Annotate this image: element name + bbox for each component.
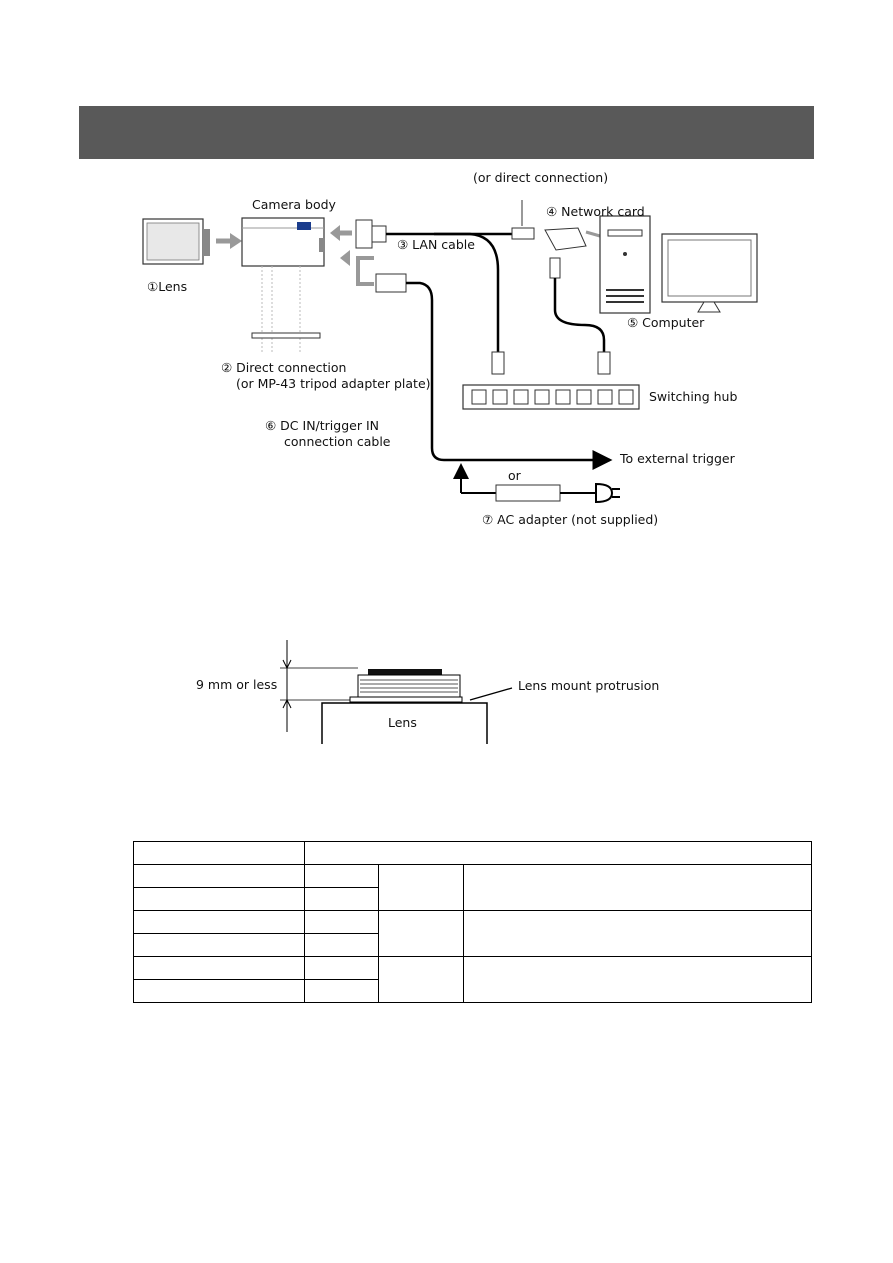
lan-cable-label: ③ LAN cable bbox=[397, 237, 475, 252]
lens-illustration bbox=[142, 218, 210, 265]
ac-adapter-label: ⑦ AC adapter (not supplied) bbox=[482, 512, 658, 527]
network-card-label: ④ Network card bbox=[546, 204, 645, 219]
switching-hub-label: Switching hub bbox=[649, 389, 737, 404]
dc-cable-label: ⑥ DC IN/trigger IN bbox=[265, 418, 379, 433]
or-label: or bbox=[508, 468, 522, 483]
table-cell bbox=[463, 864, 812, 911]
direct-connection-label: ② Direct connection bbox=[221, 360, 346, 375]
camera-body-label: Camera body bbox=[252, 197, 337, 212]
camera-body-illustration bbox=[241, 217, 325, 352]
external-trigger-label: To external trigger bbox=[619, 451, 736, 466]
table-row bbox=[133, 864, 812, 911]
table-cell bbox=[463, 956, 812, 1003]
table-row bbox=[133, 933, 812, 957]
table-cell bbox=[133, 956, 305, 980]
table-row bbox=[133, 979, 812, 1003]
table-cell bbox=[463, 910, 812, 957]
ac-adapter-illustration bbox=[495, 484, 561, 502]
dimension-label: 9 mm or less bbox=[196, 677, 277, 692]
computer-illustration bbox=[599, 215, 758, 314]
table-cell bbox=[304, 933, 379, 957]
spec-table bbox=[133, 841, 812, 1003]
table-cell bbox=[378, 864, 464, 911]
lens-body-label: Lens bbox=[388, 715, 417, 730]
table-cell bbox=[133, 887, 305, 911]
lens-label: ①Lens bbox=[147, 279, 187, 294]
section-header-band bbox=[79, 106, 814, 159]
connection-diagram: (or direct connection) Camera body ④ Net… bbox=[142, 170, 758, 527]
table-cell bbox=[304, 910, 379, 934]
table-cell bbox=[378, 956, 464, 1003]
direct-connection-note: (or direct connection) bbox=[473, 170, 608, 185]
switching-hub-illustration bbox=[462, 384, 640, 410]
tripod-plate-label: (or MP-43 tripod adapter plate) bbox=[236, 376, 431, 391]
protrusion-label: Lens mount protrusion bbox=[518, 678, 659, 693]
table-cell bbox=[133, 979, 305, 1003]
table-row bbox=[133, 910, 812, 957]
dc-cable-label-2: connection cable bbox=[284, 434, 391, 449]
tripod-adapter-plate bbox=[251, 332, 321, 339]
table-row bbox=[133, 956, 812, 1003]
table-cell bbox=[133, 841, 305, 865]
table-cell bbox=[304, 887, 379, 911]
table-cell bbox=[133, 864, 305, 888]
computer-label: ⑤ Computer bbox=[627, 315, 705, 330]
table-cell bbox=[133, 933, 305, 957]
table-cell bbox=[304, 956, 379, 980]
table-cell bbox=[304, 979, 379, 1003]
table-cell bbox=[304, 841, 812, 865]
table-cell bbox=[304, 864, 379, 888]
table-cell bbox=[378, 910, 464, 957]
table-row bbox=[133, 841, 812, 865]
table-cell bbox=[133, 910, 305, 934]
